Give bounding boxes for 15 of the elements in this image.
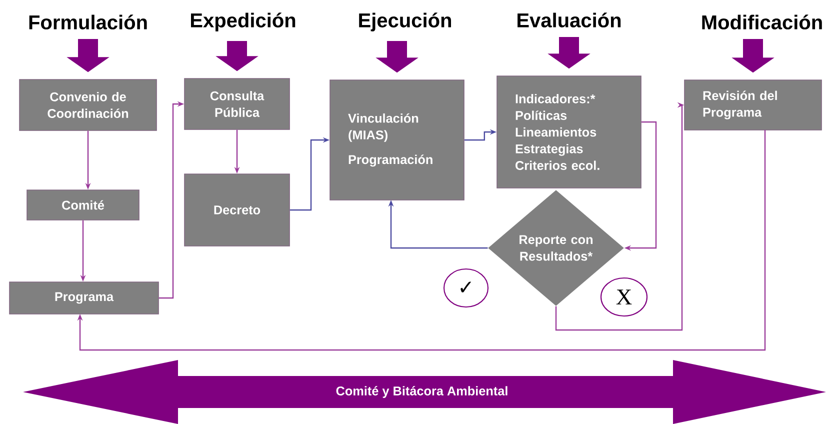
process-box: Programa: [9, 282, 159, 314]
process-box: Revisión del Programa: [684, 80, 822, 130]
process-box: Vinculación (MIAS) Programación: [330, 80, 464, 200]
process-box: Indicadores:* Políticas Lineamientos Estrategias Criterios ecol.: [496, 76, 642, 188]
stage-heading: Modificación: [702, 14, 822, 30]
process-box: Comité: [26, 190, 140, 220]
stage-heading: Ejecución: [359, 12, 451, 32]
stage-heading: Formulación: [29, 14, 147, 30]
process-box: Decreto: [184, 174, 290, 246]
double-arrow-band: Comité y Bitácora Ambiental: [23, 360, 826, 424]
process-box: Convenio de Coordinación: [19, 79, 157, 131]
stage-heading: Expedición: [191, 12, 296, 32]
process-box: Consulta Pública: [184, 78, 290, 130]
stage-heading: Evaluación: [518, 12, 621, 28]
arrow: [77, 130, 766, 351]
